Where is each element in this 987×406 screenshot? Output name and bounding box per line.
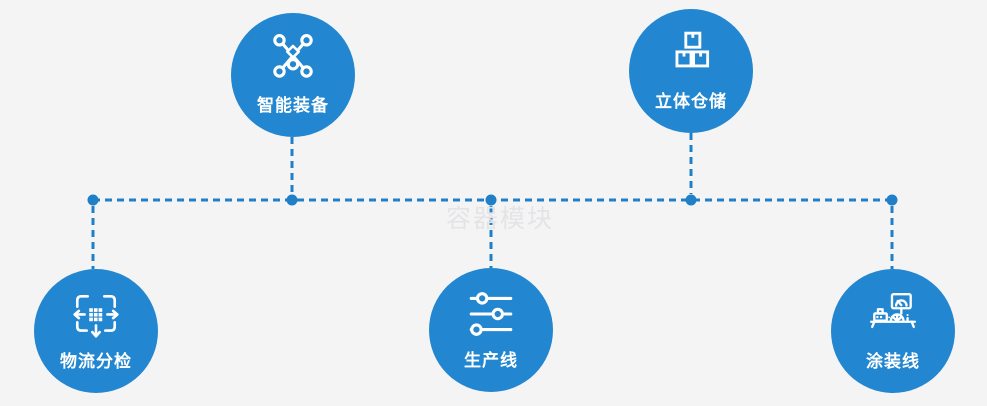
junction-dot — [685, 194, 697, 206]
move-arrows-icon — [73, 294, 119, 338]
node-label: 立体仓储 — [655, 92, 727, 111]
machine-monitor-icon — [869, 293, 917, 329]
junction-dot — [886, 194, 898, 206]
node-label: 生产线 — [464, 351, 518, 370]
sliders-icon — [469, 292, 513, 336]
node-stereo-warehouse: 立体仓储 — [629, 9, 753, 133]
watermark-text: 容器模块 — [445, 205, 554, 233]
node-label: 智能装备 — [257, 96, 329, 115]
junction-dot — [87, 194, 99, 206]
stacked-boxes-icon — [675, 31, 710, 68]
junction-dot — [286, 194, 298, 206]
node-label: 物流分检 — [60, 352, 132, 371]
node-label: 涂装线 — [866, 352, 920, 371]
node-production-line: 生产线 — [429, 268, 553, 392]
node-coating-line: 涂装线 — [831, 269, 955, 393]
node-logistics-sorting: 物流分检 — [34, 269, 158, 393]
network-nodes-icon — [273, 34, 313, 78]
node-smart-equipment: 智能装备 — [231, 13, 355, 137]
